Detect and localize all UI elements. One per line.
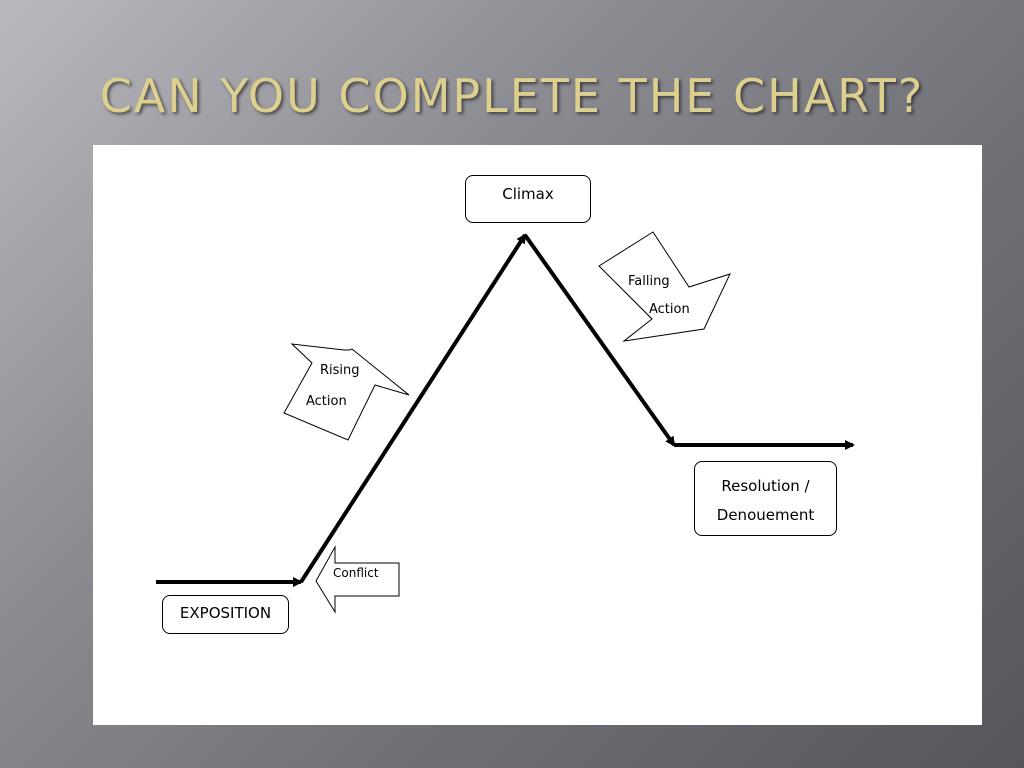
rising-action-label-line1: Rising: [320, 363, 360, 378]
falling-action-arrow-icon: [598, 231, 731, 342]
falling-action-label-line2: Action: [649, 302, 690, 317]
plot-diagram-panel: Climax EXPOSITION Resolution / Denouemen…: [93, 145, 982, 725]
slide-title: CAN YOU COMPLETE THE CHART?: [99, 69, 925, 123]
climax-label: Climax: [502, 185, 554, 203]
rising-action-label-line2: Action: [306, 394, 347, 409]
rising-action-shape-icon: [283, 343, 410, 441]
resolution-box: Resolution / Denouement: [694, 461, 837, 536]
conflict-arrow-icon: [315, 545, 400, 614]
exposition-label: EXPOSITION: [179, 604, 272, 622]
exposition-box: EXPOSITION: [162, 595, 289, 634]
falling-action-label-line1: Falling: [628, 274, 670, 289]
resolution-label-line2: Denouement: [716, 506, 815, 524]
rising-line: [299, 233, 527, 584]
resolution-label-line1: Resolution /: [721, 477, 810, 495]
falling-line: [523, 233, 676, 447]
conflict-label: Conflict: [333, 566, 379, 580]
climax-box: Climax: [465, 175, 591, 223]
plot-diagram-svg: [156, 231, 855, 614]
